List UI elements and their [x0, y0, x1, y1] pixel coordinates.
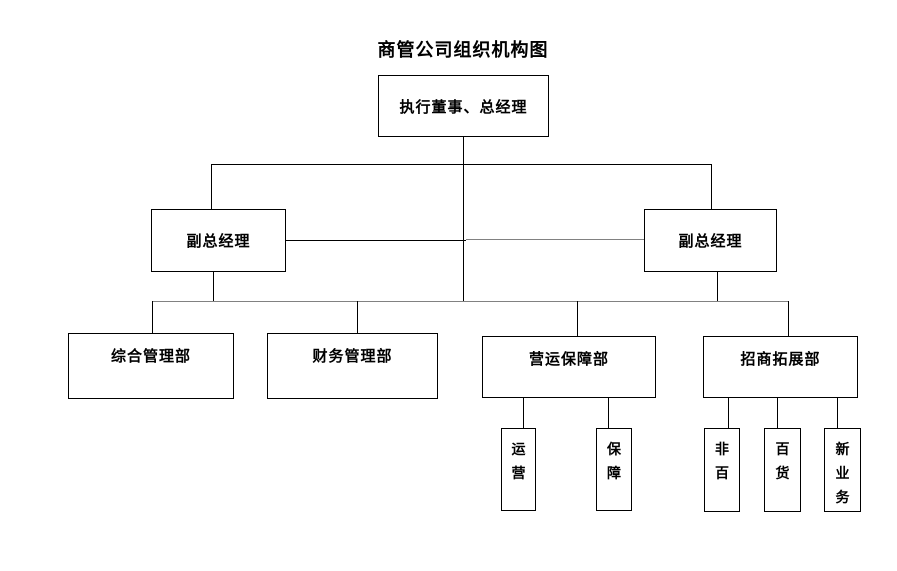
node-label-char: 营	[511, 466, 526, 482]
node-label-char: 新	[835, 442, 850, 458]
node-merchant-expansion-dept: 招商拓展部	[703, 336, 858, 398]
node-support-team: 保 障	[596, 428, 632, 511]
node-label-char: 务	[835, 490, 850, 506]
node-label: 执行董事、总经理	[399, 97, 528, 116]
node-label-char: 非	[715, 442, 729, 458]
node-operations-team: 运 营	[501, 428, 536, 511]
node-label-char: 百	[715, 466, 729, 482]
node-deputy-general-manager-left: 副总经理	[151, 209, 286, 272]
node-new-business-team: 新 业 务	[824, 428, 861, 512]
node-label-char: 业	[835, 466, 850, 482]
node-label: 副总经理	[186, 232, 251, 250]
node-label: 营运保障部	[528, 350, 609, 368]
node-finance-management-dept: 财务管理部	[267, 333, 438, 399]
node-general-management-dept: 综合管理部	[68, 333, 234, 399]
node-department-store-team: 百 货	[764, 428, 801, 512]
node-non-department-store-team: 非 百	[704, 428, 740, 512]
node-label-char: 保	[607, 442, 621, 458]
node-label-char: 障	[607, 466, 621, 482]
chart-title: 商管公司组织机构图	[377, 40, 549, 61]
node-label: 招商拓展部	[740, 350, 821, 368]
node-label: 综合管理部	[110, 347, 191, 365]
node-operations-support-dept: 营运保障部	[482, 336, 656, 398]
node-deputy-general-manager-right: 副总经理	[644, 209, 777, 272]
node-label-char: 货	[775, 466, 790, 482]
node-label-char: 百	[775, 442, 790, 458]
node-executive-director-general-manager: 执行董事、总经理	[378, 75, 549, 137]
node-label-char: 运	[511, 442, 526, 458]
node-label: 财务管理部	[312, 347, 393, 365]
node-label: 副总经理	[678, 232, 743, 250]
